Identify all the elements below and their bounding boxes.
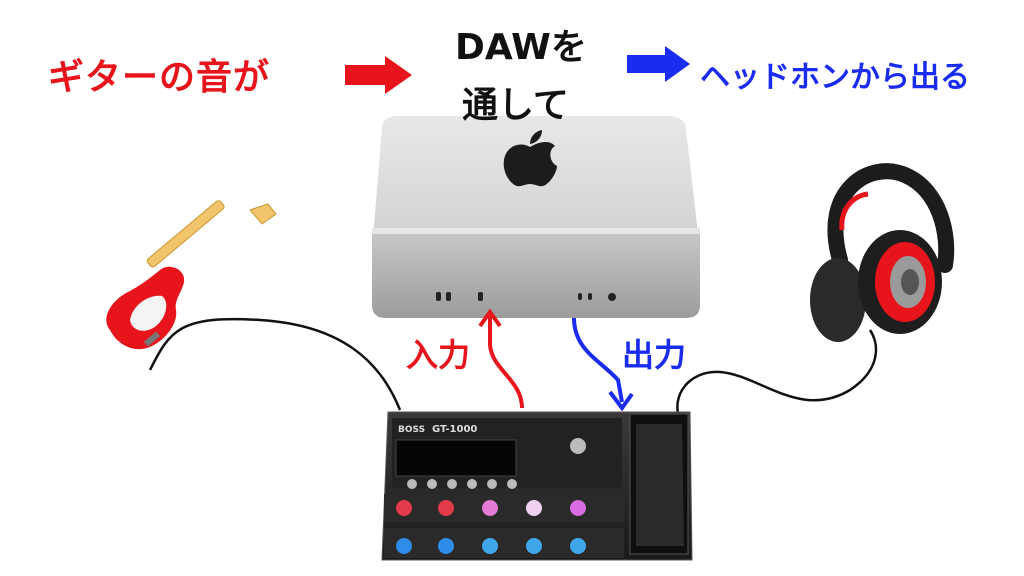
output-arrow bbox=[572, 317, 624, 403]
headphones-icon bbox=[810, 163, 955, 342]
front-ports bbox=[436, 292, 616, 301]
headphone-output-label: ヘッドホンから出る bbox=[700, 60, 970, 95]
footswitch-row-2 bbox=[396, 538, 586, 554]
input-arrow-head bbox=[478, 308, 502, 328]
computer-icon bbox=[372, 116, 700, 318]
guitar-icon bbox=[106, 200, 277, 350]
output-arrow-head bbox=[608, 390, 634, 412]
input-label: 入力 bbox=[406, 336, 471, 374]
pedal-brand: BOSS bbox=[398, 425, 425, 435]
guitar-cable bbox=[148, 317, 402, 411]
output-label: 出力 bbox=[622, 336, 687, 374]
daw-label-line2: 通して bbox=[462, 85, 569, 126]
pedal-model: GT-1000 bbox=[432, 424, 477, 435]
blue-arrow-icon bbox=[627, 46, 690, 82]
input-arrow bbox=[488, 316, 524, 409]
headphone-cable bbox=[676, 329, 878, 421]
pedal-knobs bbox=[407, 438, 586, 489]
footswitch-row-1 bbox=[396, 500, 586, 516]
guitar-sound-label: ギターの音が bbox=[48, 57, 271, 98]
daw-label-line1: DAWを bbox=[455, 27, 587, 68]
effects-pedal-icon: BOSS GT-1000 bbox=[381, 411, 693, 561]
apple-logo-icon bbox=[503, 130, 557, 187]
red-arrow-icon bbox=[345, 56, 412, 94]
